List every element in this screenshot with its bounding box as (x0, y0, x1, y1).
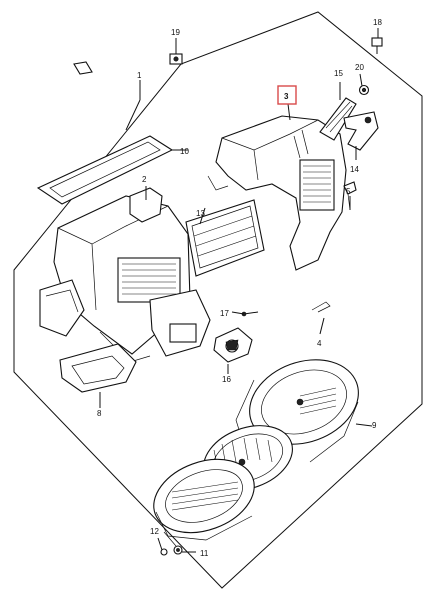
callout-1: 1 (137, 71, 142, 80)
part-18-screw (371, 37, 383, 54)
callout-2: 2 (142, 175, 147, 184)
callout-5: 5 (346, 187, 351, 196)
part-4-wire (311, 301, 331, 313)
callout-labels: 1 19 18 15 20 10 2 14 13 5 17 4 16 8 9 1… (97, 18, 382, 558)
callout-15: 15 (334, 69, 343, 78)
callout-14: 14 (350, 165, 359, 174)
part-2-heater-case (39, 187, 211, 363)
callout-11: 11 (200, 549, 209, 558)
part-19-nut (169, 53, 183, 65)
part-12-screw (160, 548, 168, 556)
callout-20: 20 (355, 63, 364, 72)
callout-3-highlight-box (277, 85, 297, 105)
part-3-blower-case (207, 115, 347, 271)
assembly-boundary (13, 11, 423, 589)
part-13-filter (185, 199, 265, 277)
callout-12: 12 (150, 527, 159, 536)
callout-13: 13 (196, 209, 205, 218)
part-15-lever (319, 97, 357, 141)
callout-9: 9 (372, 421, 377, 430)
callout-8: 8 (97, 409, 102, 418)
part-20-clip (358, 84, 370, 96)
callout-10: 10 (180, 147, 189, 156)
part-17-screw (241, 311, 259, 317)
blower-motor (153, 458, 255, 547)
leader-lines (99, 28, 379, 553)
part-clip-left (73, 61, 93, 75)
callout-16: 16 (222, 375, 231, 384)
callout-4: 4 (317, 339, 322, 348)
callout-19: 19 (171, 28, 180, 37)
part-11-clip (173, 545, 183, 555)
part-5-clip (343, 181, 357, 211)
callout-3: 3 (284, 92, 289, 101)
part-16-resistor (213, 327, 253, 363)
part-8-duct (59, 343, 137, 393)
callout-17: 17 (220, 309, 229, 318)
part-14-link (343, 111, 379, 151)
callout-18: 18 (373, 18, 382, 27)
